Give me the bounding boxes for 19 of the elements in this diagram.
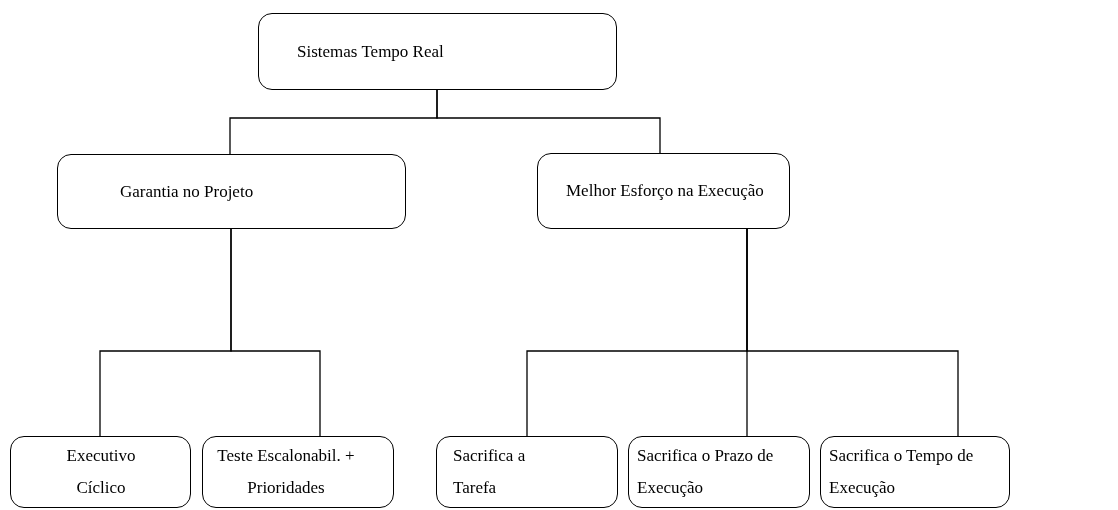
rounded-box — [436, 436, 618, 508]
rounded-box — [57, 154, 406, 229]
rounded-box — [628, 436, 810, 508]
connector-line — [230, 228, 321, 437]
rounded-box — [202, 436, 394, 508]
box-label: Sacrifica o Tempo de Execução — [829, 445, 975, 499]
connector-line — [746, 228, 959, 437]
connector-line — [436, 89, 661, 154]
box-label: Teste Escalonabil. + Prioridades — [216, 445, 356, 499]
rounded-box — [537, 153, 790, 229]
box-label: Sistemas Tempo Real — [297, 40, 444, 63]
box-label: Sacrifica o Prazo de Execução — [637, 445, 775, 499]
rounded-box — [258, 13, 617, 90]
box-label: Sacrifica a Tarefa — [453, 445, 527, 499]
box-label: Executivo Cíclico — [65, 445, 137, 499]
rounded-box — [10, 436, 191, 508]
box-label: Melhor Esforço na Execução — [566, 180, 764, 202]
box-label: Garantia no Projeto — [120, 180, 254, 203]
rounded-box — [820, 436, 1010, 508]
